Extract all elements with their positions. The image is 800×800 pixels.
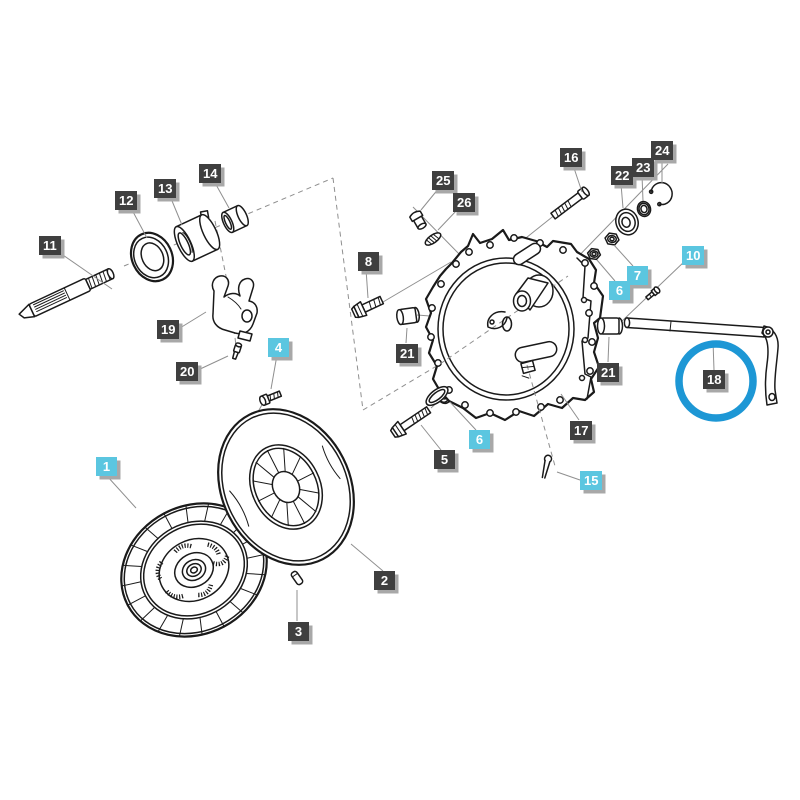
part-seal-ring-12 (129, 231, 175, 283)
part-label-24[interactable]: 24 (651, 141, 674, 160)
part-label-6-nut[interactable]: 6 (609, 281, 630, 300)
part-clutch-fork-19 (211, 275, 258, 342)
part-label-6-washer[interactable]: 6 (469, 430, 490, 449)
part-label-17[interactable]: 17 (570, 421, 593, 440)
part-input-shaft-11 (18, 267, 115, 319)
part-label-12[interactable]: 12 (115, 191, 138, 210)
part-bearing-carrier-13 (173, 210, 221, 263)
part-label-25[interactable]: 25 (432, 171, 455, 190)
part-bushing-21-left (395, 306, 420, 326)
part-label-13[interactable]: 13 (154, 179, 177, 198)
part-label-22[interactable]: 22 (611, 166, 634, 185)
part-bolt-8 (350, 295, 385, 319)
part-spring-26 (424, 232, 442, 246)
part-cross-shaft-18 (623, 317, 779, 406)
part-snap-ring-24 (648, 181, 673, 207)
part-label-23[interactable]: 23 (632, 158, 655, 177)
part-nut-6 (586, 247, 602, 261)
part-nut-7 (604, 232, 620, 246)
part-label-18[interactable]: 18 (703, 370, 726, 389)
part-bolt-4 (258, 390, 283, 407)
part-label-2[interactable]: 2 (374, 571, 395, 590)
part-pressure-plate-2 (217, 408, 355, 566)
part-label-11[interactable]: 11 (39, 236, 61, 255)
part-housing-cover-17 (424, 228, 605, 422)
part-label-4[interactable]: 4 (268, 338, 289, 357)
part-bolt-10 (645, 286, 661, 301)
part-label-3[interactable]: 3 (288, 622, 309, 641)
axis-lines-dashed (123, 177, 441, 411)
leader-lines (59, 158, 715, 621)
part-label-20[interactable]: 20 (176, 362, 199, 381)
part-label-21-right[interactable]: 21 (597, 363, 620, 382)
part-ring-23 (636, 200, 652, 218)
part-cotter-pin-15 (541, 454, 553, 479)
part-label-7[interactable]: 7 (627, 266, 648, 285)
part-label-1[interactable]: 1 (96, 457, 117, 476)
part-label-21-left[interactable]: 21 (396, 344, 419, 363)
part-label-14[interactable]: 14 (199, 164, 222, 183)
part-label-5[interactable]: 5 (434, 450, 455, 469)
part-label-19[interactable]: 19 (157, 320, 180, 339)
part-bushing-14 (220, 204, 250, 234)
part-plug-25 (409, 210, 427, 230)
part-dowel-pin-3 (290, 570, 304, 586)
part-label-8[interactable]: 8 (358, 252, 379, 271)
part-bolt-5 (389, 406, 432, 438)
part-label-16[interactable]: 16 (560, 148, 583, 167)
part-bushing-21-right (596, 317, 624, 335)
part-label-26[interactable]: 26 (453, 193, 476, 212)
part-label-15[interactable]: 15 (580, 471, 603, 490)
part-bolt-16 (550, 186, 591, 220)
highlight-circle-part-18 (675, 340, 757, 422)
part-set-bolt-20 (231, 342, 243, 360)
part-label-10[interactable]: 10 (682, 246, 705, 265)
part-washer-22 (615, 208, 639, 236)
part-housing-hub-details (486, 242, 558, 379)
